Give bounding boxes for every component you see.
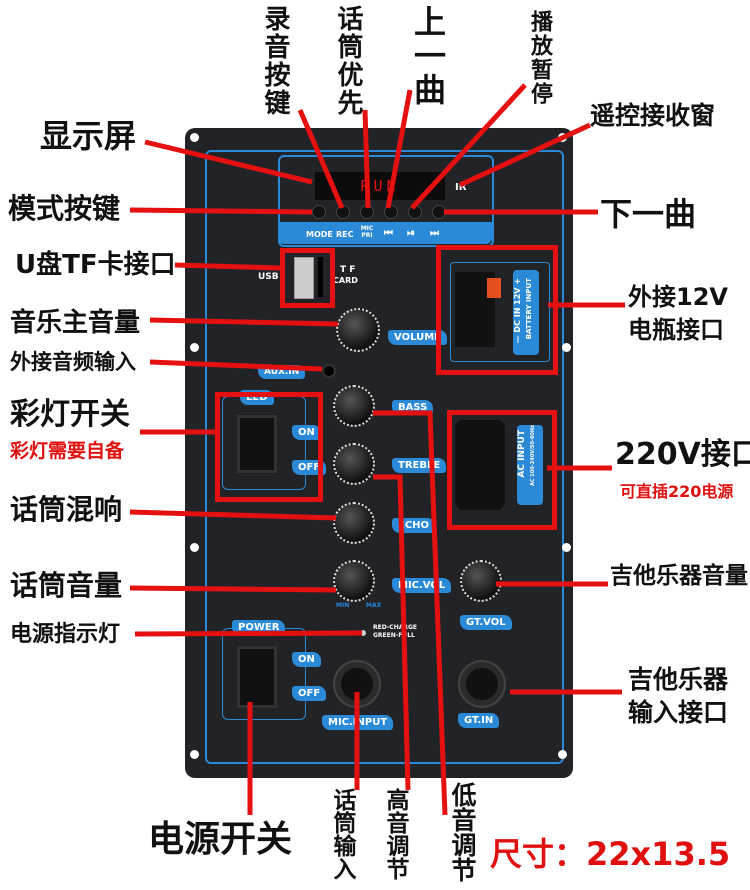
label-next-track: 下一曲 xyxy=(600,195,697,233)
mount-hole xyxy=(562,343,571,352)
power-on-tag: ON xyxy=(292,652,321,667)
label-aux-input: 外接音频输入 xyxy=(10,350,136,374)
volume-tag: VOLUME xyxy=(388,330,447,345)
label-ext-12v-1: 外接12V xyxy=(628,283,728,311)
label-bass-adjust: 低音调节 xyxy=(448,782,477,882)
label-power-indicator: 电源指示灯 xyxy=(10,622,121,647)
panel-border xyxy=(205,150,564,764)
charge-label-1: RED-CHARGE xyxy=(373,624,418,631)
led-on-tag: ON xyxy=(292,425,321,440)
dc-input-frame xyxy=(450,262,550,362)
led-off-tag: OFF xyxy=(292,460,327,475)
label-mic-volume: 话筒音量 xyxy=(10,569,123,602)
label-prev-track: 上一曲 xyxy=(409,5,447,107)
mode-label: MODE xyxy=(306,230,333,239)
label-ir-receiver: 遥控接收窗 xyxy=(590,101,716,130)
mic-pri-label: MIC PRI xyxy=(360,225,374,239)
treble-knob[interactable] xyxy=(333,443,375,485)
next-icon: ⏭ xyxy=(430,228,439,239)
gt-vol-tag: GT.VOL xyxy=(460,615,512,630)
display-module xyxy=(278,155,494,247)
label-ext-12v-2: 电瓶接口 xyxy=(628,316,724,344)
mount-hole xyxy=(190,750,199,759)
label-mic-echo: 话筒混响 xyxy=(10,493,123,526)
leader-line xyxy=(410,83,527,210)
mount-hole xyxy=(562,543,571,552)
label-led-note: 彩灯需要自备 xyxy=(10,440,125,462)
leader-line xyxy=(129,585,337,593)
guitar-input-jack[interactable] xyxy=(460,662,504,706)
label-play-pause: 播放暂停 xyxy=(527,10,552,106)
label-record-key: 录音按键 xyxy=(260,5,290,117)
charge-indicator-led xyxy=(360,630,366,636)
label-mic-priority: 话筒优先 xyxy=(333,5,363,117)
max-label: MAX xyxy=(366,602,382,609)
mode-button[interactable] xyxy=(312,205,326,219)
guitar-volume-knob[interactable] xyxy=(460,560,502,602)
tf-slot[interactable] xyxy=(318,257,323,297)
mic-volume-knob[interactable] xyxy=(333,560,375,602)
ir-label: IR xyxy=(455,182,467,193)
min-label: MIN xyxy=(336,602,350,609)
rec-label: REC xyxy=(336,230,354,239)
card-label: CARD xyxy=(333,276,358,285)
ac-label-strip xyxy=(517,425,543,505)
charge-label-2: GREEN-FULL xyxy=(373,632,415,639)
dc-red-clip[interactable] xyxy=(487,278,501,298)
leader-line xyxy=(385,89,413,209)
led-rocker-switch[interactable] xyxy=(237,415,277,473)
leader-line xyxy=(373,474,411,791)
ac-socket[interactable] xyxy=(455,420,505,510)
label-master-volume: 音乐主音量 xyxy=(10,308,141,338)
label-guitar-volume: 吉他乐器音量 xyxy=(610,563,748,589)
tf-label: T F xyxy=(340,265,356,275)
gt-in-tag: GT.IN xyxy=(458,713,500,728)
usb-port[interactable] xyxy=(294,257,314,299)
leader-line xyxy=(129,207,313,215)
button-strip xyxy=(278,222,492,244)
label-treble-adjust: 高音调节 xyxy=(382,788,408,880)
mount-hole xyxy=(190,543,199,552)
usb-label: USB xyxy=(258,272,279,282)
dc-highlight xyxy=(436,245,558,375)
prev-icon: ⏮ xyxy=(384,228,393,239)
mount-hole xyxy=(190,133,199,142)
label-power-switch: 电源开关 xyxy=(148,819,293,860)
leader-line xyxy=(144,139,313,185)
label-ac-note: 可直插220电源 xyxy=(620,482,734,501)
label-led-switch: 彩灯开关 xyxy=(10,397,130,432)
leader-line xyxy=(149,317,339,327)
bass-knob[interactable] xyxy=(333,385,375,427)
mount-hole xyxy=(190,343,199,352)
leader-line xyxy=(129,509,337,521)
leader-line xyxy=(174,262,281,271)
label-guitar-input-2: 输入接口 xyxy=(628,698,729,727)
label-usb-tf: U盘TF卡接口 xyxy=(15,250,176,280)
label-mode-key: 模式按键 xyxy=(8,192,121,225)
leader-line xyxy=(134,630,363,637)
master-volume-knob[interactable] xyxy=(336,308,380,352)
leader-line xyxy=(458,122,592,188)
leader-line xyxy=(362,109,371,209)
dc-label-strip xyxy=(513,270,539,355)
play-pause-icon: ⏯ xyxy=(407,228,415,239)
aux-jack[interactable] xyxy=(322,364,336,378)
power-off-tag: OFF xyxy=(292,686,327,701)
label-size: 尺寸：22x13.5 xyxy=(490,835,731,873)
leader-line xyxy=(297,109,345,209)
label-mic-input: 话筒输入 xyxy=(329,788,355,880)
power-rocker-switch[interactable] xyxy=(237,646,277,708)
led-highlight xyxy=(215,392,323,502)
label-display: 显示屏 xyxy=(40,117,137,155)
label-guitar-input-1: 吉他乐器 xyxy=(628,665,729,694)
mount-hole xyxy=(558,750,567,759)
echo-knob[interactable] xyxy=(333,502,375,544)
leader-line xyxy=(373,410,448,816)
leader-line xyxy=(149,359,323,372)
usb-highlight xyxy=(280,248,335,308)
label-ac-220: 220V接口 xyxy=(615,437,750,472)
